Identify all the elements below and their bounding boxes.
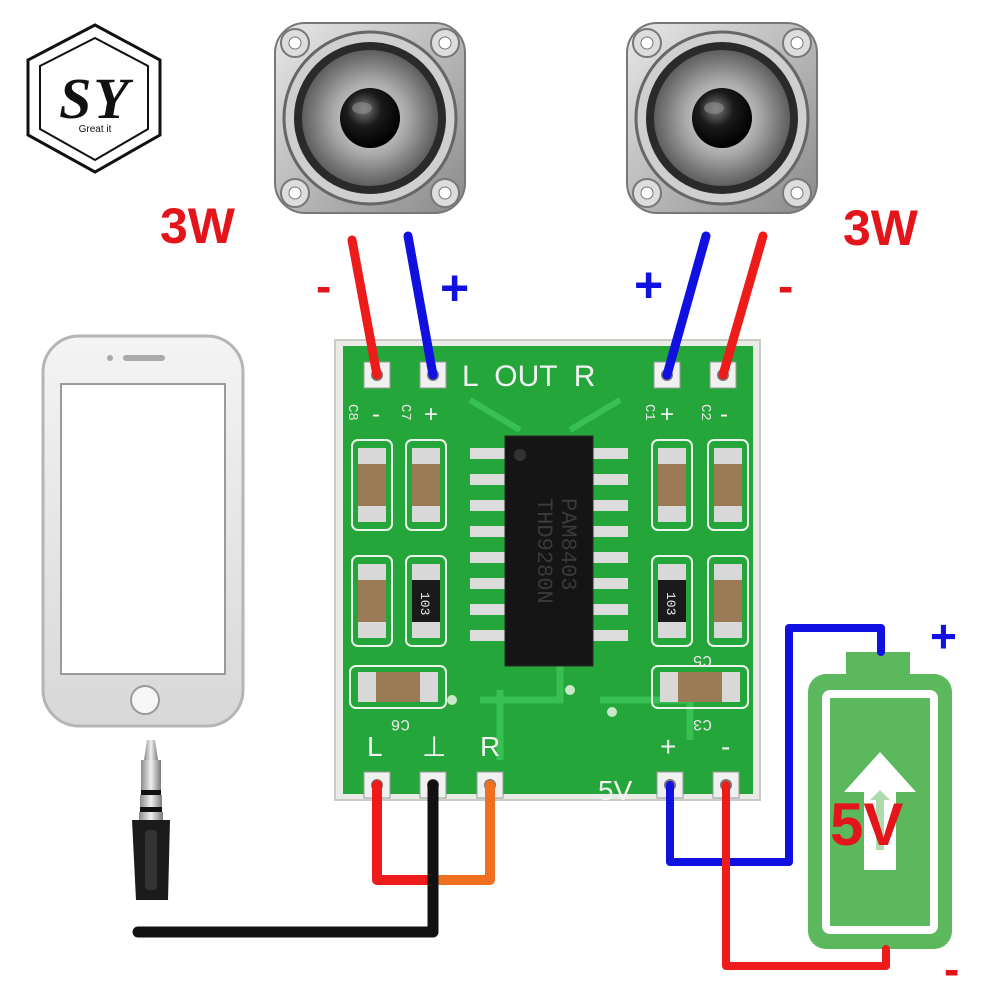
battery-voltage-label: 5V	[830, 791, 903, 858]
cap-label-c7: C7	[397, 404, 413, 421]
smd-capacitors-bottom	[349, 665, 749, 709]
pad-mark-l-plus: +	[424, 401, 438, 428]
logo-tagline: Great it	[79, 124, 112, 135]
resistor-code-right: 103	[663, 592, 678, 615]
left-speaker	[274, 22, 466, 214]
input-label-r: R	[480, 731, 500, 762]
power-minus-silk: -	[721, 731, 730, 762]
chip-lot-code: THD9280N	[531, 498, 556, 604]
resistor-code-left: 103	[417, 592, 432, 615]
battery-minus-label: -	[944, 943, 959, 995]
pad-mark-r-plus: +	[660, 401, 674, 428]
cap-label-c8: C8	[344, 404, 360, 421]
right-speaker	[626, 22, 818, 214]
smd-capacitors-right	[651, 439, 749, 647]
pad-mark-r-minus: -	[720, 401, 728, 428]
battery-plus-label: +	[930, 610, 957, 662]
power-plus-silk: +	[660, 731, 676, 762]
chip-part-number: PAM8403	[555, 498, 580, 590]
amplifier-chip	[470, 435, 628, 667]
cap-label-c5: C5	[693, 651, 712, 669]
right-speaker-power-label: 3W	[843, 200, 919, 256]
output-silk-label: L OUT R	[462, 360, 595, 393]
amplifier-board: L OUT R - + + - C8 C7 C1 C2 103	[334, 339, 761, 806]
cap-label-c1: C1	[641, 404, 657, 421]
battery	[808, 652, 952, 949]
right-speaker-plus-label: +	[634, 257, 663, 313]
left-speaker-power-label: 3W	[160, 198, 236, 254]
left-speaker-minus-label: -	[316, 260, 331, 312]
left-speaker-plus-label: +	[440, 260, 469, 316]
logo-letters: SY	[59, 66, 133, 131]
audio-input-wires	[132, 779, 495, 938]
brand-logo: SY Great it	[26, 23, 162, 174]
power-silk-label: 5V	[598, 775, 633, 806]
cap-label-c2: C2	[697, 404, 713, 421]
right-speaker-minus-label: -	[778, 260, 793, 312]
cap-label-c6: C6	[391, 715, 410, 733]
audio-jack-plug	[132, 740, 170, 900]
smartphone	[41, 334, 245, 728]
input-label-gnd: ⊥	[422, 731, 446, 762]
pad-mark-l-minus: -	[372, 401, 380, 428]
power-wires	[666, 624, 890, 970]
speaker-wires	[347, 231, 768, 380]
input-label-l: L	[367, 731, 383, 762]
cap-label-c3: C3	[693, 715, 712, 733]
smd-capacitors-left	[351, 439, 447, 647]
